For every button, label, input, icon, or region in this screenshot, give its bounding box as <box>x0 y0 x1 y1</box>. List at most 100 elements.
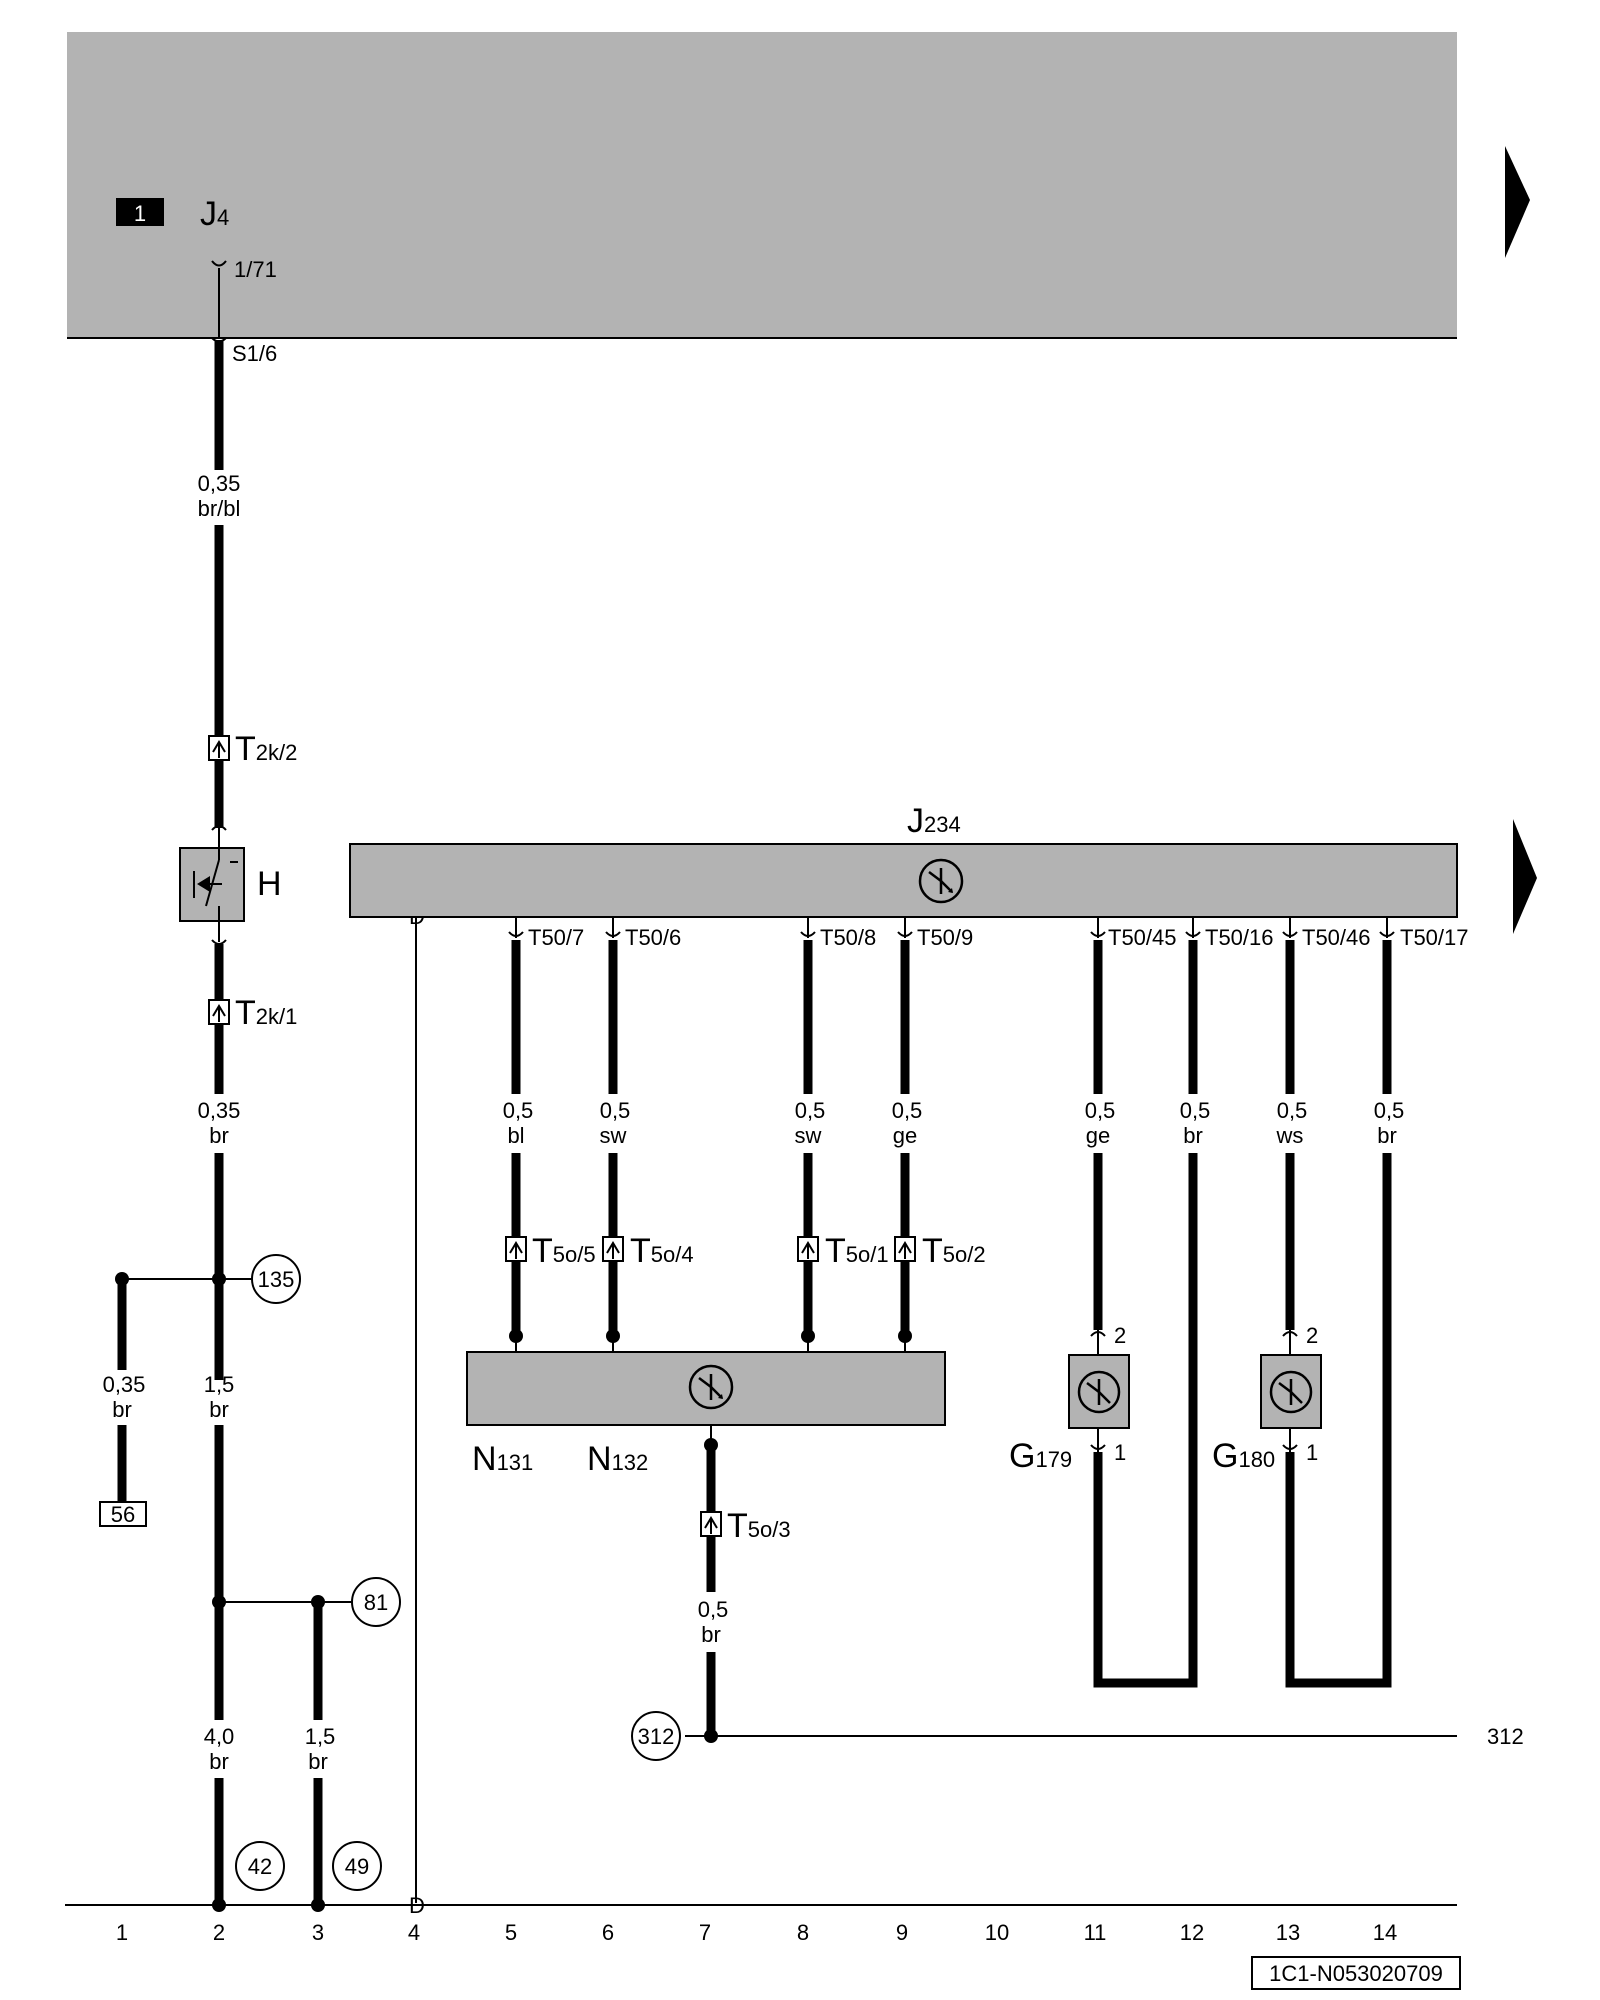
column-number: 2 <box>213 1920 225 1945</box>
wire-col1-color: br <box>112 1397 132 1422</box>
connector-t5o3 <box>700 1511 722 1537</box>
wire-col2-low-size: 4,0 <box>204 1724 235 1749</box>
wire-col3-low-size: 1,5 <box>305 1724 336 1749</box>
s1-6-label: S1/6 <box>232 341 277 366</box>
wire-s1-6-size: 0,35 <box>198 471 241 496</box>
wire-col8-size: 0,5 <box>795 1098 826 1123</box>
connector-t2k2-label: T2k/2 <box>235 730 297 768</box>
j234-pin-t50-6: T50/6 <box>625 925 681 950</box>
continue-arrow-top-icon <box>1505 146 1530 258</box>
wire-col7-color: br <box>701 1622 721 1647</box>
continue-arrow-mid-icon <box>1513 819 1537 934</box>
wire-col13-color: ws <box>1276 1123 1304 1148</box>
sensor-g180-icon <box>1269 1370 1313 1414</box>
j234-pin-t50-45: T50/45 <box>1108 925 1177 950</box>
connector-t5o2 <box>894 1236 916 1262</box>
ref-42-circle <box>235 1841 285 1891</box>
j234-label: J234 <box>907 802 961 840</box>
wire-col12-color: br <box>1183 1123 1203 1148</box>
wire-col5-size: 0,5 <box>503 1098 534 1123</box>
column-number: 7 <box>699 1920 711 1945</box>
wire-col11-size: 0,5 <box>1085 1098 1116 1123</box>
j234-pin-t50-7: T50/7 <box>528 925 584 950</box>
column-number: 6 <box>602 1920 614 1945</box>
wire-col2-low-color: br <box>209 1749 229 1774</box>
sensor-g179-icon <box>1077 1370 1121 1414</box>
column-number: 1 <box>116 1920 128 1945</box>
j234-module-box <box>349 843 1458 918</box>
ref-56-box <box>99 1501 147 1527</box>
wire-col1-size: 0,35 <box>103 1372 146 1397</box>
ref-49-label: 49 <box>345 1854 369 1879</box>
column-number: 11 <box>1084 1920 1107 1945</box>
j234-pins <box>508 917 1395 938</box>
connector-t5o5-label: T5o/5 <box>532 1232 596 1270</box>
connector-t5o1 <box>797 1236 819 1262</box>
ref-81-circle <box>351 1577 401 1627</box>
g179-top-pin-label: 2 <box>1114 1323 1126 1348</box>
wire-col3-low-color: br <box>308 1749 328 1774</box>
page-badge-label: 1 <box>134 201 146 226</box>
ref-49-circle <box>332 1841 382 1891</box>
j4-module-panel <box>67 32 1457 338</box>
wire-col12-size: 0,5 <box>1180 1098 1211 1123</box>
connector-t5o5 <box>505 1236 527 1262</box>
column-number: 3 <box>312 1920 324 1945</box>
connector-t5o3-label: T5o/3 <box>727 1507 791 1545</box>
g180-bottom-pin-fork <box>1282 1444 1298 1450</box>
g179-bottom-pin-label: 1 <box>1114 1440 1126 1465</box>
g180-top-pin-label: 2 <box>1306 1323 1318 1348</box>
column-numbers: 1 2 3 4 5 6 7 8 9 10 11 12 13 14 <box>116 1920 1397 1945</box>
wire-s1-6-color: br/bl <box>198 496 241 521</box>
j234-pin-t50-16: T50/16 <box>1205 925 1274 950</box>
electronic-module-icon <box>918 858 964 904</box>
ref-135-label: 135 <box>258 1267 295 1292</box>
column-number: 5 <box>505 1920 517 1945</box>
n131-n132-box <box>466 1351 946 1426</box>
connector-t5o1-label: T5o/1 <box>825 1232 889 1270</box>
connector-t2k1 <box>208 999 230 1025</box>
connector-t5o2-label: T5o/2 <box>922 1232 986 1270</box>
wire-loop-g180 <box>1285 1153 1392 1688</box>
junction-col2-81 <box>212 1595 226 1609</box>
j234-pin-t50-8: T50/8 <box>820 925 876 950</box>
wire-col13-size: 0,5 <box>1277 1098 1308 1123</box>
ref-56-label: 56 <box>111 1502 135 1527</box>
j234-pin-t50-9: T50/9 <box>917 925 973 950</box>
connector-t5o4-label: T5o/4 <box>630 1232 694 1270</box>
column-number: 13 <box>1276 1920 1300 1945</box>
j4-pin-label: 1/71 <box>234 257 277 282</box>
column-number: 4 <box>408 1920 420 1945</box>
wire-h-out-size: 0,35 <box>198 1098 241 1123</box>
column-number: 8 <box>797 1920 809 1945</box>
junction-col2-135 <box>212 1272 226 1286</box>
wire-h-out-color: br <box>209 1123 229 1148</box>
wire-col14-color: br <box>1377 1123 1397 1148</box>
j4-label: J4 <box>200 195 229 233</box>
wire-col2-size: 1,5 <box>204 1372 235 1397</box>
wire-col8-color: sw <box>795 1123 822 1148</box>
wire-col11-color: ge <box>1086 1123 1110 1148</box>
column-number: 10 <box>985 1920 1009 1945</box>
ref-81-label: 81 <box>364 1590 388 1615</box>
doc-code-label: 1C1-N053020709 <box>1269 1961 1443 1986</box>
wire-col9-size: 0,5 <box>892 1098 923 1123</box>
j4-pin-fork <box>211 260 227 267</box>
page-badge <box>116 198 164 226</box>
ref-42-label: 42 <box>248 1854 272 1879</box>
j234-pin-t50-46: T50/46 <box>1302 925 1371 950</box>
connector-t2k1-label: T2k/1 <box>235 994 297 1032</box>
g179-label: G179 <box>1009 1437 1072 1475</box>
column-number: 12 <box>1180 1920 1204 1945</box>
component-h-label: H <box>257 865 282 903</box>
ref-312-circle <box>631 1711 681 1761</box>
wire-col6-color: sw <box>600 1123 627 1148</box>
h-top-pin-fork <box>211 825 227 831</box>
ref-312-label: 312 <box>638 1724 675 1749</box>
g180-label: G180 <box>1212 1437 1275 1475</box>
ref-135-circle <box>251 1254 301 1304</box>
wire-col14-size: 0,5 <box>1374 1098 1405 1123</box>
wire-col6-size: 0,5 <box>600 1098 631 1123</box>
wire-col5-color: bl <box>507 1123 524 1148</box>
